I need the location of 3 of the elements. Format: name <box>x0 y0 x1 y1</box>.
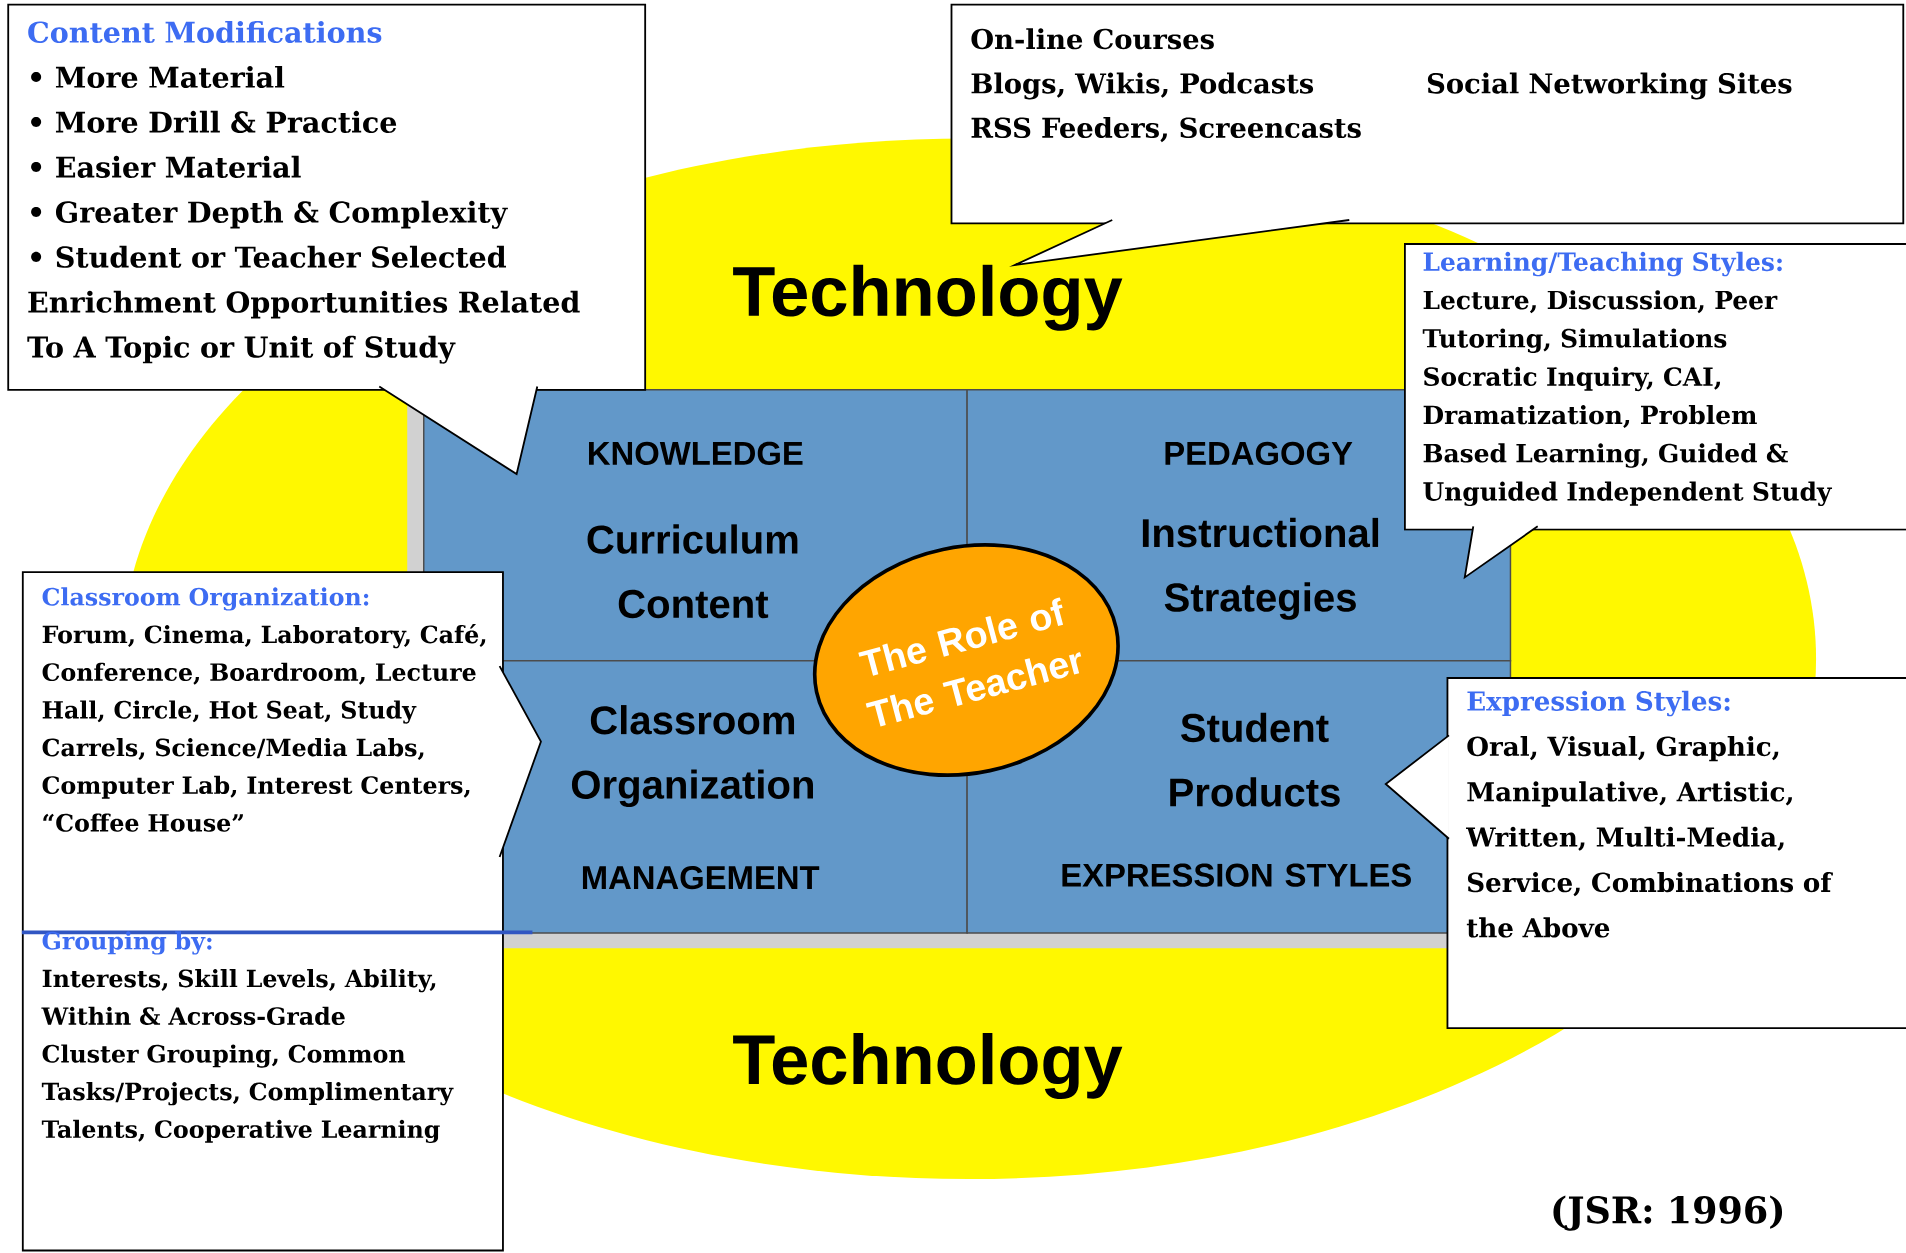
callout-box: Classroom Organization: Forum, Cinema, Laboratory, Café, Conference, Boardroom, Lecture Hall, Circle, Hot Seat, Study Carrels, Science/Media Labs, Computer Lab, Interest Centers, “Coffee House” Grouping by: Interests, Skill Levels, Ability, Within & Across-Grade Cluster Grouping, Common Tasks/Projects, Complimentary Talents, Cooperative Learning <box>21 571 542 1252</box>
callout-box: Learning/Teaching Styles: Lecture, Discussion, Peer Tutoring, Simulations Socratic Inquiry, CAI, Dramatization, Problem Based Learning, Guided & Unguided Independent Study <box>1404 243 1906 580</box>
citation: (JSR: 1996) <box>1553 1195 1783 1231</box>
